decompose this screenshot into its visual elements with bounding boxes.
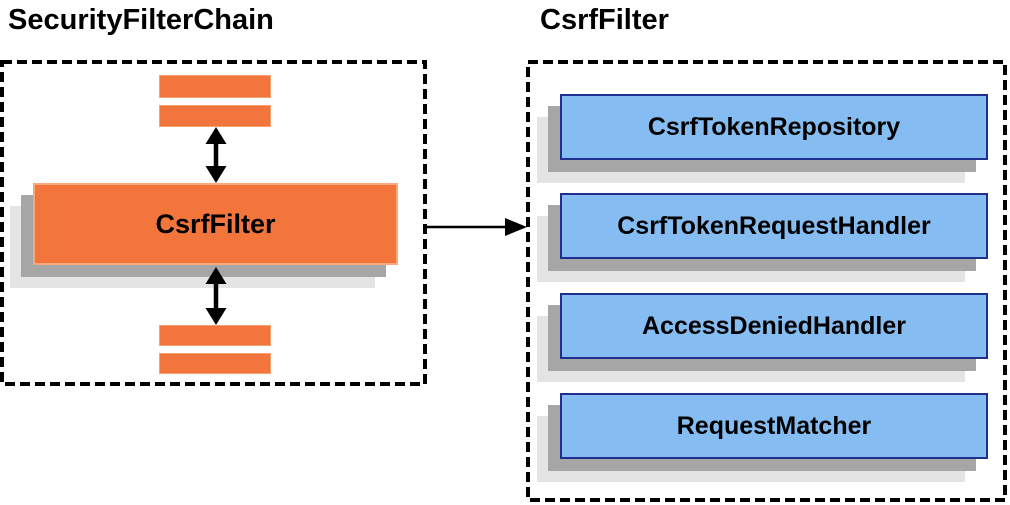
right-arrow-icon [424, 218, 527, 236]
csrf-filter-boundary [526, 60, 1007, 502]
component-label: CsrfTokenRequestHandler [560, 193, 988, 259]
filter-bar [159, 105, 271, 127]
up-down-arrow-icon [205, 127, 227, 183]
filter-bar [159, 353, 271, 374]
csrf-filter-box: CsrfFilter [10, 183, 398, 288]
filter-bar [159, 75, 271, 98]
component-label: CsrfTokenRepository [560, 94, 988, 160]
filter-bar [159, 325, 271, 346]
component-label: RequestMatcher [560, 393, 988, 459]
component-label: AccessDeniedHandler [560, 293, 988, 359]
component-box-csrf-token-request-handler: CsrfTokenRequestHandler [537, 193, 988, 282]
left-panel-title: SecurityFilterChain [8, 4, 274, 36]
up-down-arrow-icon [205, 267, 227, 325]
right-panel-title: CsrfFilter [540, 4, 669, 36]
component-box-csrf-token-repository: CsrfTokenRepository [537, 94, 988, 183]
csrf-filter-box-label: CsrfFilter [33, 183, 398, 265]
component-box-request-matcher: RequestMatcher [537, 393, 988, 482]
security-filter-chain-boundary [0, 60, 427, 386]
component-box-access-denied-handler: AccessDeniedHandler [537, 293, 988, 382]
